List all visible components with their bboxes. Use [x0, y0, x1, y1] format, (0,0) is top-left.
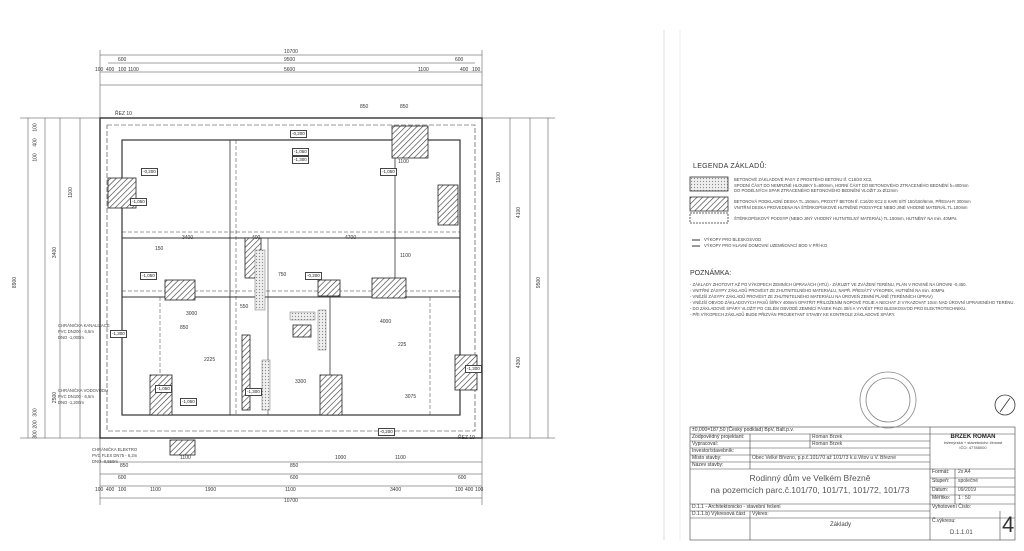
stage-label: Stupeň:	[932, 478, 950, 484]
notes-list: - ZÁKLADY ZHOTOVIT AŽ PO VÝKOPECH ZEMNÍC…	[690, 282, 1015, 318]
project-name: Rodinný dům ve Velkém Březně na pozemcíc…	[710, 473, 910, 495]
format-value: 2x A4	[958, 469, 971, 475]
note-line: - ZÁKLADY ZHOTOVIT AŽ PO VÝKOPECH ZEMNÍC…	[690, 282, 967, 287]
note-line: - VNITŘNÍ ZÁSYPY ZÁKLADŮ PROVÉST ZE ZHUT…	[690, 288, 945, 293]
slab-strips	[254, 249, 327, 411]
drawing-name: Základy	[830, 522, 852, 528]
section-mark-bottom: ŘEZ 10	[458, 435, 475, 441]
date-value: 09/2019	[958, 487, 977, 493]
top-dimension-overall: 10700	[284, 49, 298, 55]
stamp-seal	[859, 371, 1016, 429]
legend-item-2: BETONOVÁ PODKLADNÍ DESKA TL.150mm, PROST…	[734, 199, 971, 210]
annotation-elektro: CHRÁNIČKA ELEKTRO PVC FLEX DN75 - 6,2m D…	[92, 447, 138, 464]
sheet-value: D.1.1.01	[950, 530, 973, 536]
section-mark-top: ŘEZ 10	[115, 111, 132, 117]
legend-item-1: BETONOVÉ ZÁKLADOVÉ PASY Z PROSTÉHO BETON…	[734, 177, 969, 193]
date-label: Datum:	[932, 487, 949, 493]
note-line: - VNĚJŠÍ OBVOD ZÁKLADOVÝCH PASŮ ŠÍŘKY 40…	[690, 300, 1015, 305]
note-line: - VNĚJŠÍ ZÁSYPY ZÁKLADŮ PROVÉST ZE ZHUTN…	[690, 294, 933, 299]
elevation-note: ±0,000=187,50 (Český podklad) BpV, Balt.…	[692, 427, 794, 433]
part-name: D.1.1 - Architektonicko - stavební řešen…	[692, 504, 781, 510]
scale-label: Měřítko:	[932, 495, 951, 501]
legend-swatches	[689, 176, 729, 247]
sheet-big-number: 4	[1002, 512, 1015, 537]
drawing-label: Výkres:	[752, 511, 769, 517]
note-line: - PŘI VÝKOPECH ZÁKLADŮ BUDE PŘIZVÁN PROJ…	[690, 312, 896, 317]
sheet-label: Č.výkresu:	[932, 518, 956, 524]
legend-symbol-1: VÝKOPY PRO BLESKOSVOD	[704, 237, 762, 242]
hatched-footings	[107, 125, 478, 456]
legend-title: LEGENDA ZÁKLADŮ:	[693, 163, 768, 170]
title-block-frame	[689, 426, 1016, 541]
legend-item-3: ŠTĚRKOPÍSKOVÝ PODSYP (NEBO JINÝ VHODNÝ H…	[734, 216, 957, 221]
part-number: D.1.1.b) Výkresová část	[692, 511, 746, 517]
firm-block: BRZEK ROMAN inženýrská + stavebnictví či…	[943, 434, 1003, 450]
annotation-kanalizace: CHRÁNIČKA KANALIZACE PVC DN200 - 6,5m DN…	[58, 323, 110, 340]
scale-value: 1 : 50	[958, 495, 971, 501]
copy-label: Vyhotovení Číslo:	[932, 504, 972, 510]
note-line: - DO ZÁKLADOVÉ SPÁRY VLOŽIT PO CELÉM OBV…	[690, 306, 967, 311]
legend-symbol-2: VÝKOPY PRO HLAVNÍ DOMOVNÍ UZEMŇOVACÍ BOD…	[704, 243, 828, 248]
annotation-vodovod: CHRÁNIČKA VODOVODU PVC DN100 - 6,5m DNO …	[58, 388, 109, 405]
notes-title: POZNÁMKA:	[690, 270, 732, 277]
format-label: Formát:	[932, 469, 950, 475]
stage-value: společné	[958, 478, 979, 484]
top-dimension-row2: 9500	[284, 57, 296, 63]
dimension-lines	[20, 50, 555, 505]
foundation-outline	[99, 117, 483, 439]
